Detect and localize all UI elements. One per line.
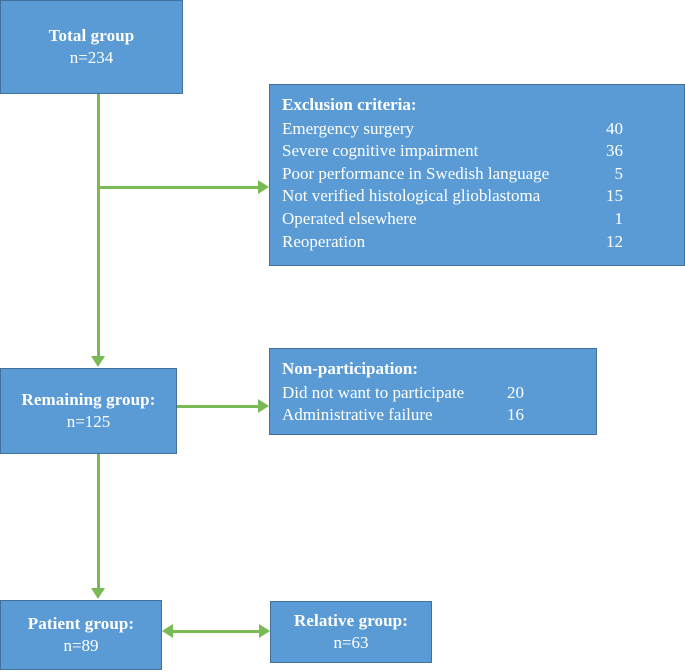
- exclusion-row-value: 40: [606, 118, 623, 138]
- exclusion-heading: Exclusion criteria:: [282, 95, 417, 114]
- exclusion-row-value: 36: [606, 141, 623, 161]
- node-non-participation: Non-participation: Did not want to parti…: [269, 348, 597, 435]
- exclusion-row-value: 1: [614, 209, 624, 229]
- relative-group-count: n=63: [333, 632, 369, 652]
- remaining-group-count: n=125: [66, 411, 111, 431]
- nonparticipation-row-label: Administrative failure: [282, 405, 433, 425]
- connector-remaining-to-patient-line: [97, 454, 100, 589]
- node-exclusion-criteria: Exclusion criteria: Emergency surgery 40…: [269, 84, 685, 266]
- arrowhead-down-into-remaining-group: [91, 356, 105, 367]
- exclusion-row: Operated elsewhere 1: [282, 208, 684, 231]
- node-relative-group: Relative group: n=63: [270, 601, 432, 663]
- remaining-group-title: Remaining group:: [21, 390, 156, 410]
- nonparticipation-row: Administrative failure 16: [282, 404, 596, 427]
- exclusion-row-label: Reoperation: [282, 231, 366, 251]
- patient-group-count: n=89: [63, 635, 99, 655]
- exclusion-row-value: 5: [614, 163, 624, 183]
- exclusion-row: Not verified histological glioblastoma 1…: [282, 185, 684, 208]
- nonparticipation-row-value: 20: [507, 382, 524, 402]
- total-group-count: n=234: [69, 47, 114, 67]
- arrowhead-right-into-relative-group: [259, 624, 270, 638]
- arrowhead-right-into-exclusion-box: [258, 180, 269, 194]
- connector-total-to-remaining-line: [97, 94, 100, 357]
- exclusion-row: Poor performance in Swedish language 5: [282, 163, 684, 186]
- exclusion-row-value: 15: [606, 186, 623, 206]
- exclusion-row: Reoperation 12: [282, 231, 684, 254]
- nonparticipation-row-value: 16: [507, 405, 524, 425]
- exclusion-row-label: Not verified histological glioblastoma: [282, 186, 541, 206]
- exclusion-row-value: 12: [606, 231, 623, 251]
- patient-group-title: Patient group:: [27, 614, 135, 634]
- connector-patient-to-relative-line: [173, 630, 259, 633]
- exclusion-row-label: Emergency surgery: [282, 118, 415, 138]
- nonparticipation-heading: Non-participation:: [282, 359, 418, 378]
- node-remaining-group: Remaining group: n=125: [0, 368, 177, 454]
- exclusion-row-label: Poor performance in Swedish language: [282, 163, 550, 183]
- nonparticipation-row: Did not want to participate 20: [282, 382, 596, 405]
- arrowhead-right-into-nonparticipation-box: [258, 399, 269, 413]
- exclusion-row-label: Severe cognitive impairment: [282, 141, 479, 161]
- arrowhead-down-into-patient-group: [91, 588, 105, 599]
- node-patient-group: Patient group: n=89: [0, 600, 162, 670]
- total-group-title: Total group: [48, 26, 135, 46]
- connector-total-to-exclusion-line: [97, 186, 258, 189]
- exclusion-row: Emergency surgery 40: [282, 118, 684, 141]
- relative-group-title: Relative group:: [293, 611, 409, 631]
- exclusion-row-label: Operated elsewhere: [282, 209, 417, 229]
- exclusion-row: Severe cognitive impairment 36: [282, 140, 684, 163]
- node-total-group: Total group n=234: [0, 0, 183, 94]
- arrowhead-left-into-patient-group: [162, 624, 173, 638]
- connector-remaining-to-nonparticipation-line: [177, 405, 258, 408]
- nonparticipation-row-label: Did not want to participate: [282, 382, 465, 402]
